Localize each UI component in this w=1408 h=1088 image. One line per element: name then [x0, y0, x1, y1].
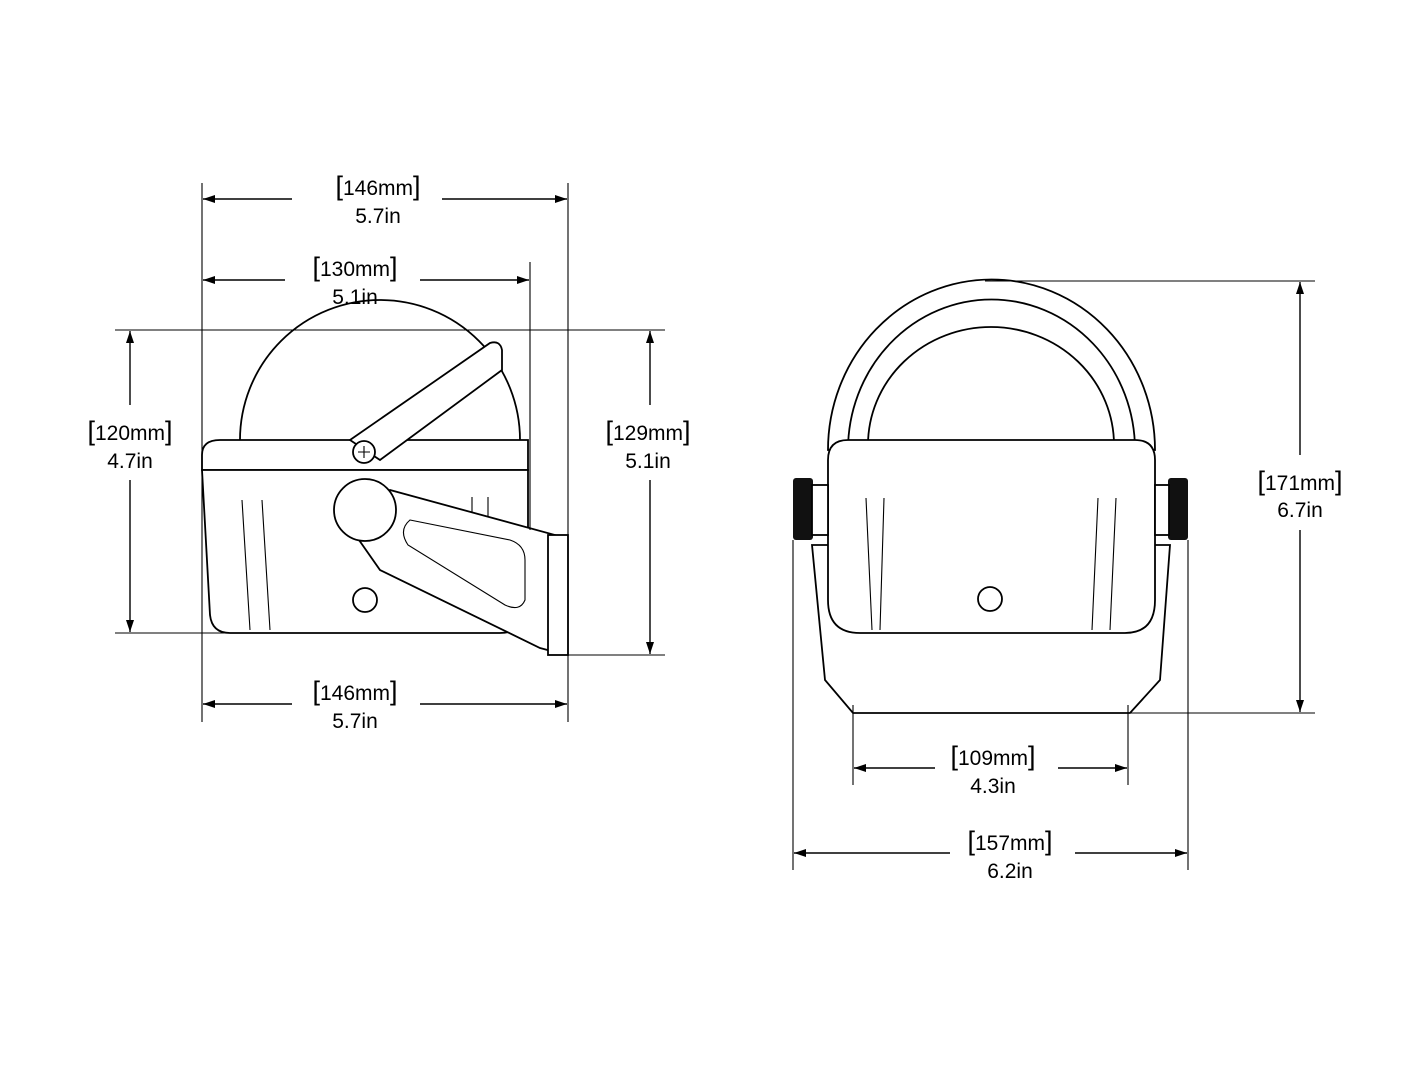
side-hole — [352, 587, 378, 613]
dim-front-base-width-in: 4.3in — [970, 775, 1016, 798]
dim-front-overall-width-mm: [157mm] — [967, 826, 1052, 856]
dim-side-overall-width-in: 5.7in — [355, 205, 401, 228]
front-slots — [865, 497, 1117, 631]
front-handle — [827, 278, 1156, 451]
front-dome — [867, 326, 1115, 446]
dim-side-overall-height-mm: [129mm] — [605, 416, 690, 446]
dim-side-body-height-in: 4.7in — [107, 450, 153, 473]
dim-front-overall-height-mm: [171mm] — [1257, 466, 1342, 496]
front-hole — [977, 586, 1003, 612]
dim-side-overall-height-in: 5.1in — [625, 450, 671, 473]
arm-cutout — [402, 519, 526, 609]
dim-side-bowl-width-in: 5.1in — [332, 286, 378, 309]
dim-front-overall-height-in: 6.7in — [1277, 499, 1323, 522]
dim-side-body-height-mm: [120mm] — [87, 416, 172, 446]
front-view-compass — [793, 278, 1188, 714]
right-knob — [1168, 478, 1188, 540]
dim-side-bowl-width-mm: [130mm] — [312, 252, 397, 282]
dim-side-base-width-mm: [146mm] — [312, 676, 397, 706]
mount-plate — [547, 534, 569, 656]
left-hinge — [811, 484, 829, 536]
dim-side-overall-width-mm: [146mm] — [335, 171, 420, 201]
adjust-knob — [333, 478, 397, 542]
side-bracket-top — [348, 341, 503, 462]
right-hinge — [1154, 484, 1170, 536]
dim-front-overall-width-in: 6.2in — [987, 860, 1033, 883]
front-body — [827, 439, 1156, 634]
side-dimensions: [146mm] 5.7in [130mm] 5.1in [120mm] 4.7i… — [87, 171, 690, 733]
dim-side-base-width-in: 5.7in — [332, 710, 378, 733]
side-view-compass — [201, 299, 569, 656]
front-dimensions: [171mm] 6.7in [109mm] 4.3in [157mm] 6.2i… — [792, 280, 1343, 883]
left-knob — [793, 478, 813, 540]
dim-front-base-width-mm: [109mm] — [950, 741, 1035, 771]
side-slot — [241, 499, 271, 631]
